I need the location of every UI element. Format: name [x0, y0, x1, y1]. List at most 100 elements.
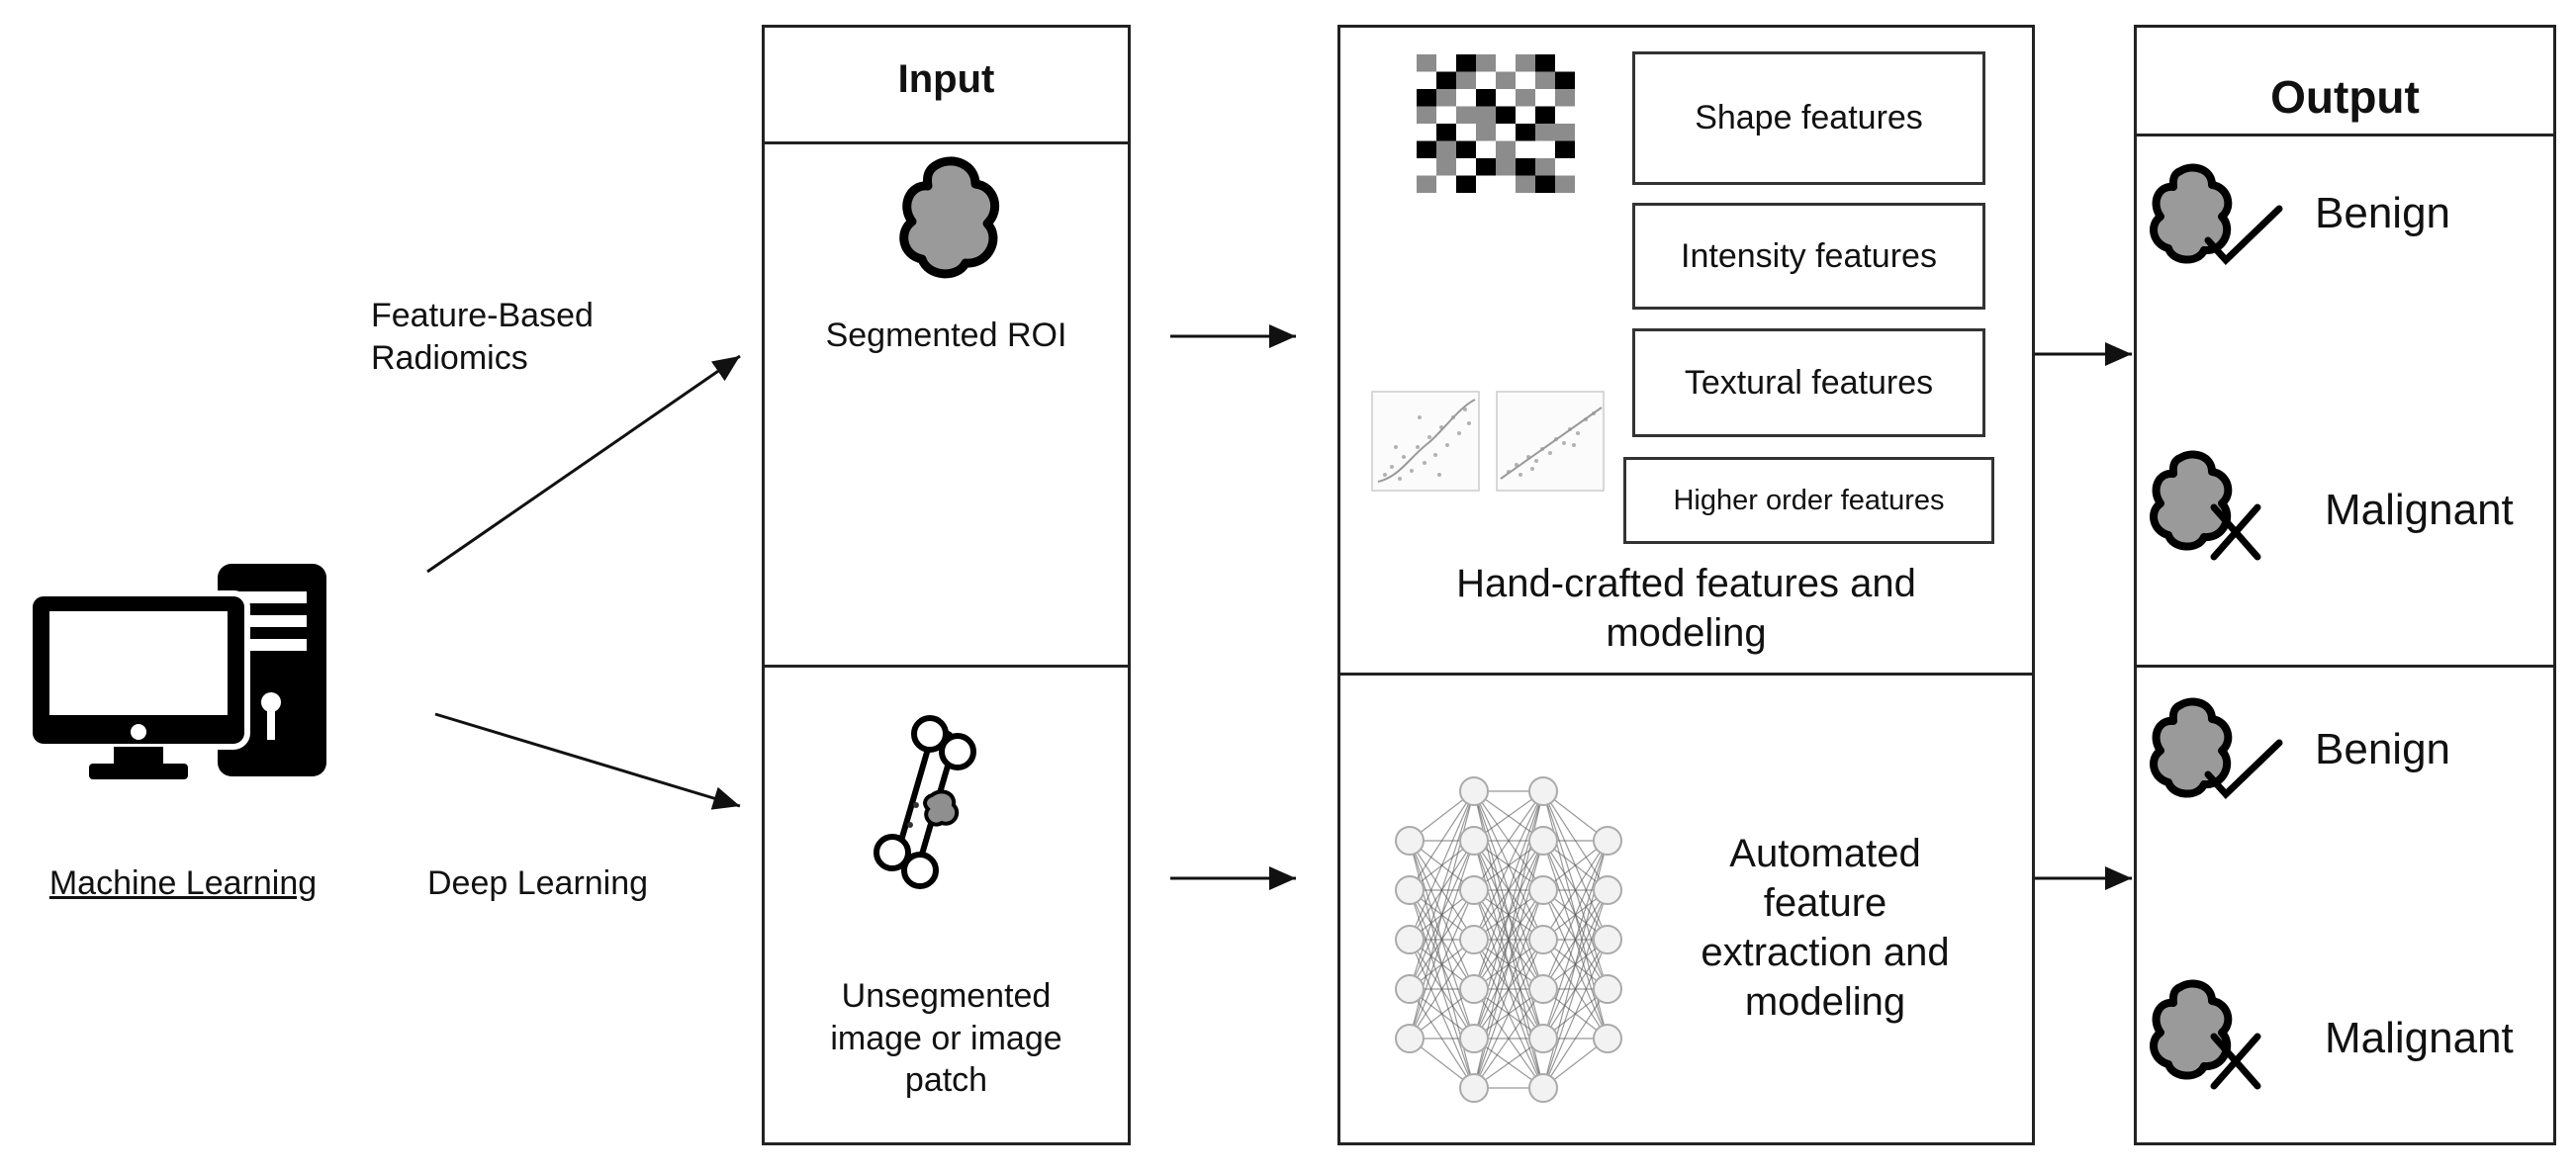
network-edge — [1542, 840, 1609, 1089]
network-node — [1593, 925, 1622, 954]
matrix-cell — [1456, 71, 1476, 89]
network-node — [1593, 974, 1622, 1004]
matrix-cell — [1456, 54, 1476, 72]
matrix-cell — [1436, 140, 1456, 158]
network-node — [1459, 1024, 1489, 1053]
output-benign-1: Benign — [2315, 189, 2451, 237]
matrix-cell — [1456, 158, 1476, 176]
unsegmented-bone-icon — [874, 715, 976, 889]
network-node — [1528, 776, 1558, 806]
matrix-cell — [1496, 106, 1516, 124]
output-section-divider — [2134, 665, 2556, 668]
matrix-cell — [1436, 106, 1456, 124]
deep-learning-label: Deep Learning — [427, 864, 649, 902]
matrix-cell — [1456, 106, 1476, 124]
matrix-cell — [1476, 140, 1496, 158]
network-node — [1395, 875, 1425, 905]
matrix-cell — [1555, 71, 1575, 89]
matrix-cell — [1496, 124, 1516, 141]
matrix-cell — [1496, 140, 1516, 158]
network-node — [1395, 925, 1425, 954]
matrix-cell — [1417, 175, 1436, 193]
unsegmented-label: Unsegmented image or image patch — [830, 977, 1062, 1099]
matrix-cell — [1436, 71, 1456, 89]
matrix-cell — [1555, 54, 1575, 72]
matrix-cell — [1555, 140, 1575, 158]
matrix-cell — [1516, 106, 1535, 124]
input-section-divider — [762, 665, 1131, 668]
matrix-cell — [1476, 124, 1496, 141]
matrix-cell — [1496, 71, 1516, 89]
output-header: Output — [2270, 71, 2420, 123]
higher-order-features-box: Higher order features — [1623, 457, 1994, 544]
matrix-cell — [1417, 140, 1436, 158]
machine-learning-caption: Machine Learning — [48, 864, 318, 902]
matrix-cell — [1496, 175, 1516, 193]
network-node — [1528, 875, 1558, 905]
output-header-divider — [2134, 134, 2556, 136]
computer-icon — [27, 564, 326, 779]
network-node — [1528, 826, 1558, 856]
output-malignant-1: Malignant — [2325, 486, 2514, 534]
matrix-cell — [1476, 54, 1496, 72]
network-edge — [1542, 988, 1609, 1089]
network-edge — [1409, 790, 1475, 891]
scatter-plots-icon — [1371, 391, 1605, 492]
shape-features-box: Shape features — [1632, 51, 1985, 185]
matrix-cell — [1417, 54, 1436, 72]
matrix-cell — [1555, 89, 1575, 107]
matrix-cell — [1417, 124, 1436, 141]
automated-label: Automated feature extraction and modelin… — [1701, 832, 1950, 1024]
matrix-cell — [1436, 124, 1456, 141]
matrix-cell — [1417, 158, 1436, 176]
network-node — [1395, 974, 1425, 1004]
textural-features-box: Textural features — [1632, 328, 1985, 437]
lesion-blob-icon — [899, 156, 1000, 279]
neural-network-icon — [1395, 776, 1622, 1103]
network-node — [1593, 875, 1622, 905]
matrix-cell — [1516, 54, 1535, 72]
malignant-cross-icon — [2150, 979, 2261, 1090]
matrix-cell — [1555, 175, 1575, 193]
network-edge — [1542, 889, 1609, 1089]
matrix-cell — [1555, 124, 1575, 141]
network-edge — [1473, 889, 1544, 1089]
input-header: Input — [897, 57, 995, 101]
network-edge — [1473, 939, 1544, 1089]
matrix-cell — [1535, 158, 1555, 176]
matrix-cell — [1476, 89, 1496, 107]
matrix-cell — [1436, 54, 1456, 72]
network-node — [1593, 1024, 1622, 1053]
network-node — [1459, 974, 1489, 1004]
matrix-cell — [1456, 89, 1476, 107]
network-node — [1528, 974, 1558, 1004]
network-node — [1459, 826, 1489, 856]
network-edge — [1473, 790, 1544, 891]
network-node — [1395, 1024, 1425, 1053]
network-edge — [1409, 840, 1475, 1040]
matrix-cell — [1476, 71, 1496, 89]
matrix-cell — [1516, 140, 1535, 158]
network-node — [1528, 1024, 1558, 1053]
features-section-divider — [1337, 673, 2035, 676]
matrix-cell — [1417, 89, 1436, 107]
network-edge — [1409, 790, 1475, 990]
network-edge — [1473, 790, 1544, 990]
matrix-cell — [1535, 106, 1555, 124]
matrix-cell — [1516, 158, 1535, 176]
matrix-cell — [1436, 89, 1456, 107]
matrix-cell — [1476, 175, 1496, 193]
output-malignant-2: Malignant — [2325, 1014, 2514, 1062]
texture-matrix-icon — [1417, 54, 1575, 193]
network-edge — [1409, 889, 1475, 1040]
matrix-cell — [1516, 89, 1535, 107]
network-node — [1528, 925, 1558, 954]
arrow-to-unsegmented — [434, 712, 741, 810]
matrix-cell — [1535, 54, 1555, 72]
matrix-cell — [1417, 71, 1436, 89]
network-node — [1528, 1073, 1558, 1103]
handcrafted-label: Hand-crafted features and modeling — [1456, 562, 1916, 655]
network-edge — [1473, 790, 1544, 941]
network-node — [1593, 826, 1622, 856]
